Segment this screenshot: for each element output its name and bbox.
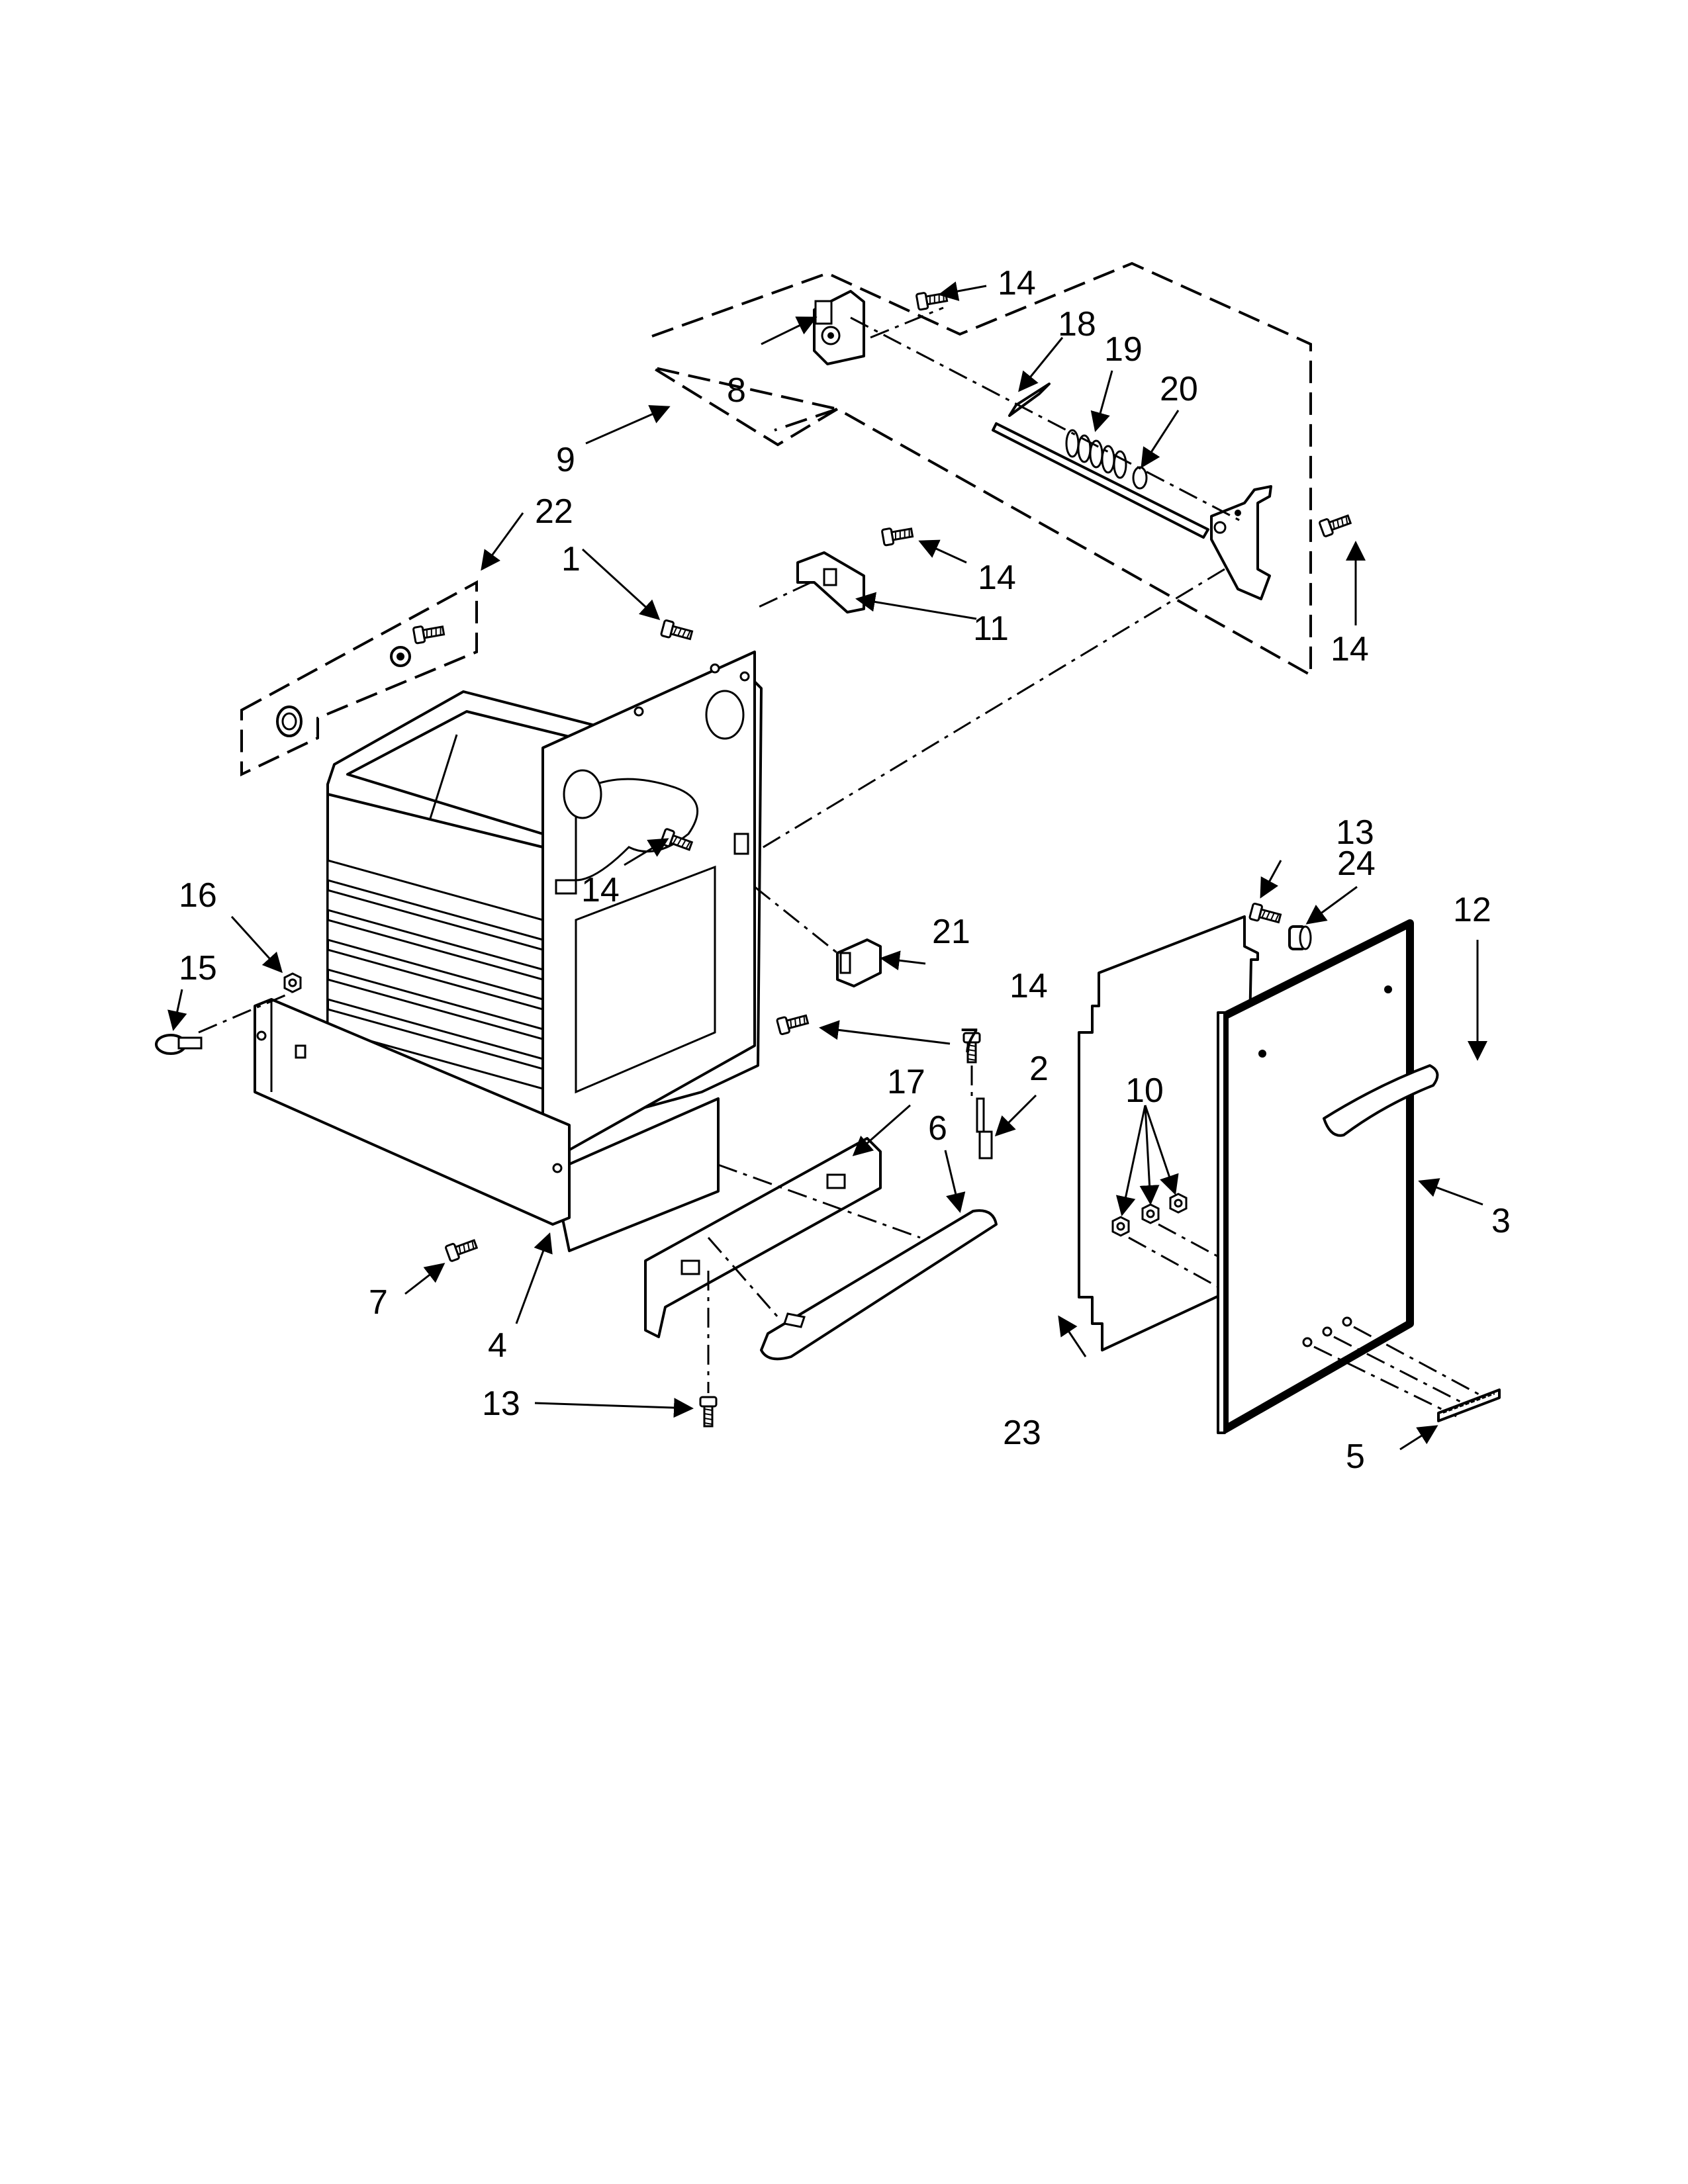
- screw-icon: [915, 288, 949, 311]
- callout-14: 14: [581, 871, 620, 909]
- callout-16: 16: [179, 876, 217, 915]
- callout-2: 2: [1029, 1050, 1049, 1088]
- switch-icon: [976, 1097, 993, 1160]
- screw-icon: [444, 1235, 479, 1263]
- hinge-assembly-outline: [651, 261, 1312, 678]
- callout-10: 10: [1125, 1071, 1164, 1110]
- nut-icon: [283, 972, 302, 993]
- base-rail: [254, 998, 571, 1226]
- callout-19: 19: [1104, 330, 1143, 369]
- callout-14: 14: [978, 559, 1016, 597]
- nut-icon: [1169, 1193, 1188, 1214]
- leveling-foot-icon: [155, 1034, 203, 1055]
- screw-icon: [1318, 510, 1353, 538]
- nut-icon: [1141, 1203, 1160, 1224]
- door-liner-panel: [1078, 915, 1259, 1351]
- screw-icon: [699, 1396, 718, 1428]
- callout-21: 21: [932, 913, 970, 951]
- callout-22: 22: [535, 492, 573, 531]
- callout-9: 9: [556, 441, 575, 479]
- door-panel: [1217, 919, 1414, 1434]
- hinge-bracket-icon: [1210, 485, 1272, 600]
- callout-5: 5: [1346, 1437, 1365, 1476]
- callout-labels: 14 8 18 19 20 9 22 1 14 11 14 14 16 15 2…: [179, 264, 1511, 1476]
- door-catch-icon: [836, 938, 882, 987]
- screw-icon: [775, 1011, 810, 1036]
- callout-4: 4: [488, 1326, 507, 1365]
- front-slats: [326, 859, 544, 1090]
- handle-icon: [760, 1209, 998, 1361]
- screw-icon: [659, 619, 694, 644]
- callout-18: 18: [1058, 305, 1096, 343]
- callout-8: 8: [727, 371, 746, 410]
- callout-12: 12: [1453, 891, 1491, 929]
- door-handle-icon: [1323, 1064, 1439, 1137]
- screw-icon: [412, 621, 446, 645]
- hinge-plate-icon: [813, 290, 865, 365]
- logo-badge-icon: [1437, 1388, 1501, 1422]
- screw-icon: [880, 523, 915, 547]
- callout-23: 23: [1003, 1414, 1041, 1452]
- screw-icon: [1248, 902, 1283, 927]
- callout-20: 20: [1160, 370, 1198, 408]
- leader-arrows: [167, 281, 1487, 1451]
- callout-24: 24: [1337, 844, 1376, 883]
- callout-15: 15: [179, 949, 217, 987]
- washer-icon: [1132, 466, 1148, 490]
- callout-14: 14: [998, 264, 1036, 302]
- callout-17: 17: [887, 1063, 925, 1101]
- callout-1: 1: [561, 540, 581, 578]
- callout-13: 13: [1336, 813, 1374, 852]
- callout-3: 3: [1491, 1202, 1511, 1240]
- callout-14: 14: [1331, 630, 1369, 668]
- callout-7: 7: [960, 1022, 979, 1060]
- callout-11: 11: [973, 610, 1009, 648]
- leveling-leg-group: [240, 580, 478, 777]
- callout-7: 7: [369, 1283, 388, 1322]
- spring-icon: [1065, 429, 1127, 479]
- bumper-icon: [1288, 925, 1312, 950]
- strike-bracket-icon: [796, 551, 865, 614]
- hinge-assembly-group: [651, 261, 1312, 678]
- callout-6: 6: [928, 1109, 947, 1148]
- callout-13: 13: [482, 1385, 520, 1423]
- hinge-pin-icon: [992, 383, 1209, 539]
- callout-14: 14: [1009, 967, 1048, 1005]
- nut-icon: [1111, 1216, 1130, 1237]
